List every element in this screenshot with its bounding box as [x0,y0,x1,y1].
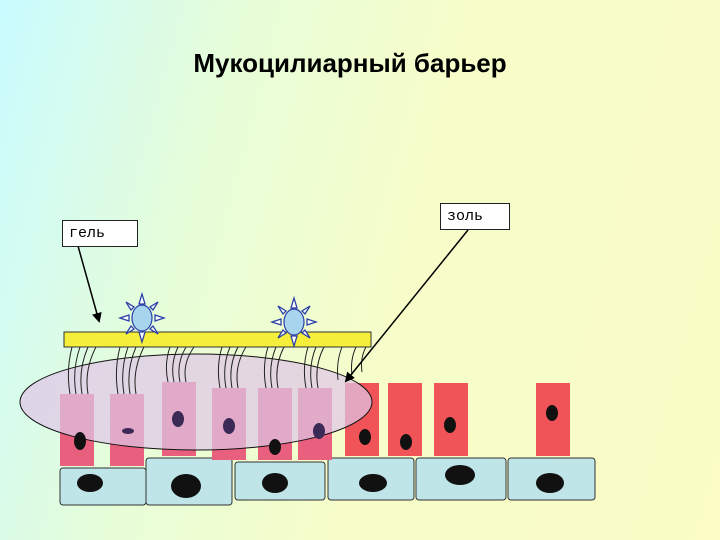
gel-label: гель [62,220,138,247]
nucleus [74,432,86,450]
nucleus [536,473,564,493]
basal-nuclei [77,465,564,498]
nucleus [223,418,235,434]
sol-layer [19,353,373,451]
pathogen-particle-icon [117,291,167,345]
nucleus [445,465,475,485]
goblet-cells [345,383,570,456]
pathogen-particle-icon [269,295,319,349]
cilia [67,346,367,395]
nucleus [359,474,387,492]
nucleus [269,439,281,455]
gel-arrow-icon [77,245,102,323]
nucleus [122,428,134,434]
nucleus [262,473,288,493]
nucleus [546,405,558,421]
cell-nuclei [74,405,558,455]
nucleus [172,411,184,427]
nucleus [359,429,371,445]
sol-arrow-icon [344,229,469,383]
page-title: Мукоцилиарный барьер [193,48,507,78]
basal-cell [59,467,147,506]
nucleus [400,434,412,450]
nucleus [444,417,456,433]
nucleus [77,474,103,492]
nucleus [171,474,201,498]
nucleus [313,423,325,439]
gel-layer [63,331,372,348]
sol-label: золь [440,203,510,230]
